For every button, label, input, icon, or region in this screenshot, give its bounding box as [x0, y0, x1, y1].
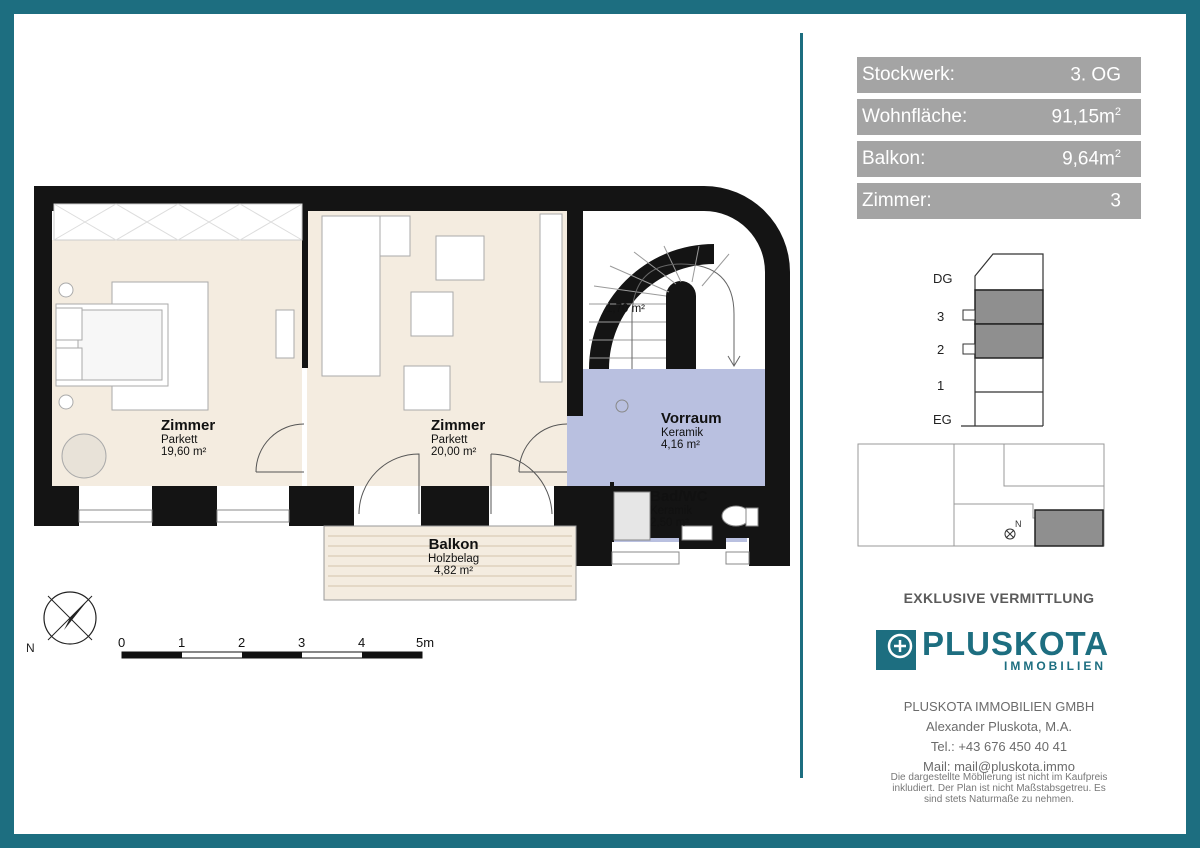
scale-tick-2: 2 [238, 635, 245, 650]
floor-label-2: 2 [937, 342, 944, 357]
partition-wall-2 [567, 204, 583, 416]
info-value: 91,15m2 [1051, 106, 1122, 128]
room-area: 4,16 m² [661, 439, 700, 451]
logo-name: PLUSKOTA [922, 625, 1110, 662]
floor-label-dg: DG [933, 271, 953, 286]
room-name: Balkon [428, 536, 479, 553]
disclaimer: Die dargestellte Möblierung ist nicht im… [890, 772, 1108, 805]
window-strip [53, 203, 303, 241]
info-row-floor: Stockwerk: 3. OG [857, 57, 1141, 93]
room-label-hall: Vorraum Keramik 4,16 m² [661, 410, 722, 451]
stair-treads [589, 245, 741, 369]
furniture-room-2 [321, 213, 563, 411]
scale-tick-4: 4 [358, 635, 365, 650]
room-area: 19,60 m² [161, 446, 207, 458]
room-name: Vorraum [661, 410, 722, 427]
scale-bar [121, 651, 423, 659]
hall-fill [567, 369, 765, 489]
stair-area-label: 1,70 m² [606, 303, 645, 315]
room-area: 20,00 m² [431, 446, 477, 458]
plus-logo-icon [876, 630, 916, 670]
partition-wall-1 [302, 204, 308, 368]
room-area: 2,50 m² [650, 517, 689, 529]
info-value: 3. OG [1070, 64, 1121, 86]
outer-wall [34, 186, 790, 566]
room-label-balcony: Balkon Holzbelag 4,82 m² [428, 536, 479, 577]
wall-pier-3 [289, 486, 354, 526]
info-label: Wohnfläche: [862, 106, 968, 127]
bath-fixtures [613, 399, 759, 541]
site-plan: N [857, 443, 1105, 547]
furniture-room-1 [55, 281, 295, 479]
info-label: Stockwerk: [862, 64, 955, 85]
wall-pier-1 [34, 486, 79, 526]
scale-tick-0: 0 [118, 635, 125, 650]
wall-pier-2 [152, 486, 217, 526]
info-value: 3 [1110, 190, 1121, 212]
room-floor: Holzbelag [428, 553, 480, 565]
bottom-windows [78, 509, 750, 565]
floor-label-3: 3 [937, 309, 944, 324]
room-name: Bad/WC [650, 488, 708, 505]
north-label: N [26, 641, 35, 655]
floor-indicator: DG 3 2 1 EG [933, 253, 1044, 427]
info-label: Balkon: [862, 148, 926, 169]
divider-line [800, 33, 803, 778]
info-row-rooms: Zimmer: 3 [857, 183, 1141, 219]
site-north-label: N [1015, 519, 1022, 529]
bath-wall [610, 482, 614, 542]
balcony-planks [328, 535, 572, 587]
wall-pier-4 [421, 486, 489, 526]
walls [34, 186, 790, 566]
company-name: PLUSKOTA IMMOBILIEN GMBH [903, 699, 1095, 714]
info-value: 9,64m2 [1062, 148, 1121, 170]
scale-tick-5: 5m [416, 635, 434, 650]
room-floor: Keramik [661, 427, 704, 439]
logo-subtitle: IMMOBILIEN [1004, 659, 1106, 673]
company-logo: PLUSKOTA IMMOBILIEN [876, 625, 1116, 675]
contact-phone[interactable]: Tel.: +43 676 450 40 41 [930, 739, 1068, 754]
room-label-bath: Bad/WC Keramik 2,50 m² [650, 488, 708, 529]
info-row-balcony: Balkon: 9,64m2 [857, 141, 1141, 177]
stair-core [666, 281, 696, 369]
scale-tick-3: 3 [298, 635, 305, 650]
exclusive-label: EXKLUSIVE VERMITTLUNG [903, 590, 1095, 606]
doors [255, 423, 568, 515]
contact-block: PLUSKOTA IMMOBILIEN GMBH Alexander Plusk… [857, 697, 1141, 777]
balcony [323, 525, 577, 601]
info-row-living-area: Wohnfläche: 91,15m2 [857, 99, 1141, 135]
floor-label-eg: EG [933, 412, 952, 427]
room-floor: Parkett [431, 434, 468, 446]
room-label-1: Zimmer Parkett 19,60 m² [161, 417, 215, 458]
page: N 0 1 2 3 4 5m Zimmer Parkett 19,60 m² Z… [14, 14, 1186, 834]
north-compass [43, 591, 97, 645]
contact-person: Alexander Pluskota, M.A. [926, 719, 1072, 734]
stair-curve-wall [589, 244, 714, 369]
floor-label-1: 1 [937, 378, 944, 393]
floor-plan: N 0 1 2 3 4 5m [26, 186, 790, 659]
contact-mail[interactable]: Mail: mail@pluskota.immo [923, 759, 1075, 774]
room-area: 4,82 m² [434, 565, 474, 577]
room-floor: Parkett [161, 434, 198, 446]
room-name: Zimmer [431, 417, 486, 434]
room-label-2: Zimmer Parkett 20,00 m² [431, 417, 485, 458]
room-name: Zimmer [161, 417, 216, 434]
info-label: Zimmer: [862, 190, 932, 211]
room-floor: Keramik [650, 505, 693, 517]
scale-tick-1: 1 [178, 635, 185, 650]
